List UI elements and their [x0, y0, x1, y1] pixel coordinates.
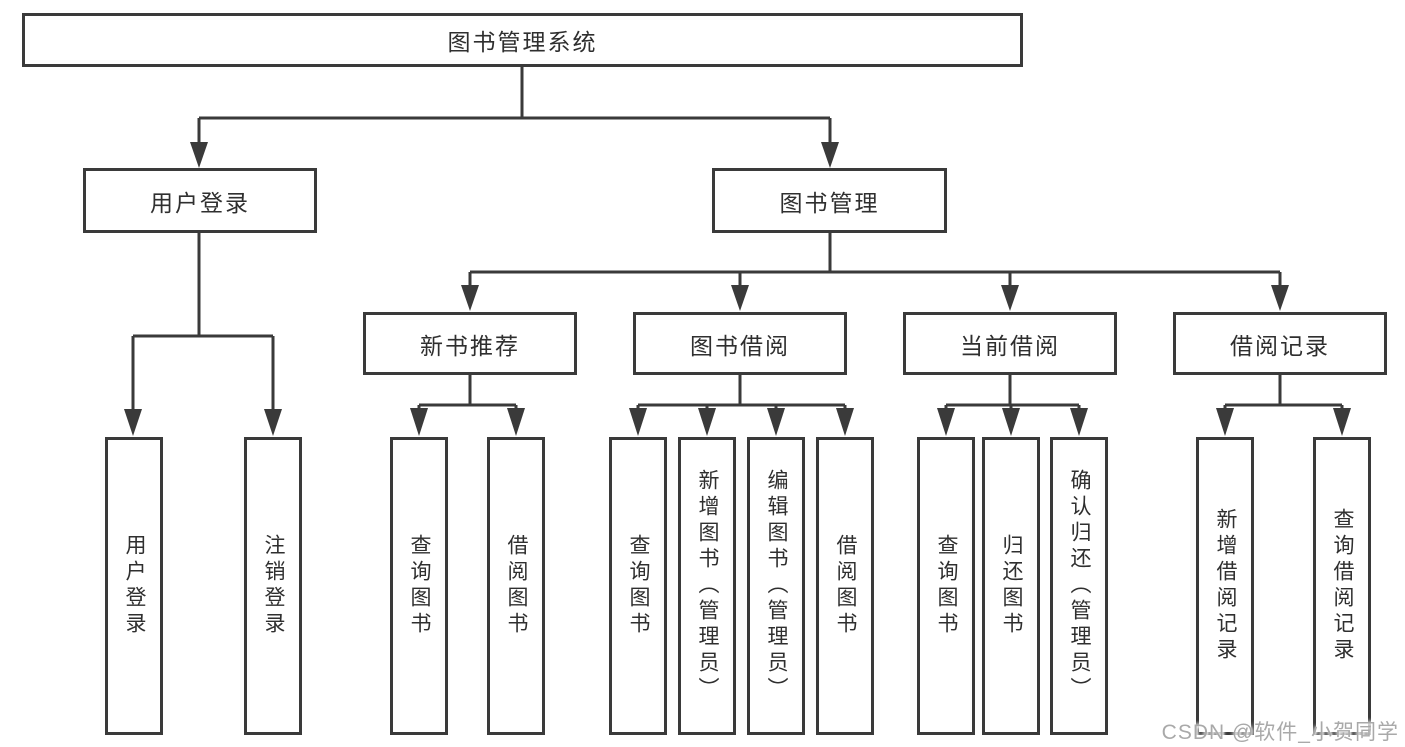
leaf-return-books: 归还图书 — [982, 437, 1040, 735]
node-label: 归还图书 — [1000, 534, 1023, 638]
leaf-query-borrow-record: 查询借阅记录 — [1313, 437, 1371, 735]
leaf-query-books-current: 查询图书 — [917, 437, 975, 735]
node-book-management: 图书管理 — [712, 168, 947, 233]
node-label: 图书借阅 — [690, 332, 790, 359]
leaf-logout: 注销登录 — [244, 437, 302, 735]
node-label: 查询图书 — [627, 534, 650, 638]
node-label: 借阅图书 — [505, 534, 528, 638]
leaf-add-books-admin: 新增图书（管理员） — [678, 437, 736, 735]
node-label: 当前借阅 — [960, 332, 1060, 359]
arrow-down-icon — [124, 409, 142, 436]
node-label: 查询借阅记录 — [1331, 508, 1354, 664]
node-library-management-system: 图书管理系统 — [22, 13, 1023, 67]
node-book-borrowing: 图书借阅 — [633, 312, 847, 375]
node-label: 注销登录 — [262, 534, 285, 638]
leaf-edit-books-admin: 编辑图书（管理员） — [747, 437, 805, 735]
arrow-down-icon — [1002, 408, 1020, 436]
node-label: 确认归还（管理员） — [1068, 469, 1091, 703]
arrow-down-icon — [821, 142, 839, 168]
arrow-down-icon — [1001, 285, 1019, 311]
node-label: 借阅图书 — [834, 534, 857, 638]
leaf-query-books-borrowing: 查询图书 — [609, 437, 667, 735]
node-label: 图书管理 — [779, 189, 880, 216]
leaf-borrow-books-recommend: 借阅图书 — [487, 437, 545, 735]
leaf-confirm-return-admin: 确认归还（管理员） — [1050, 437, 1108, 735]
node-label: 图书管理系统 — [447, 29, 598, 55]
arrow-down-icon — [410, 408, 428, 436]
node-new-book-recommendation: 新书推荐 — [363, 312, 577, 375]
node-label: 用户登录 — [150, 189, 250, 216]
leaf-add-borrow-record: 新增借阅记录 — [1196, 437, 1254, 735]
node-label: 编辑图书（管理员） — [765, 469, 788, 703]
connector-book-management-to-level3 — [461, 233, 1289, 311]
arrow-down-icon — [836, 408, 854, 436]
leaf-user-login: 用户登录 — [105, 437, 163, 735]
arrow-down-icon — [731, 285, 749, 311]
node-label: 新增图书（管理员） — [696, 469, 719, 703]
arrow-down-icon — [698, 408, 716, 436]
arrow-down-icon — [629, 408, 647, 436]
connector-user-login-to-leaves — [124, 233, 282, 436]
arrow-down-icon — [190, 142, 208, 168]
arrow-down-icon — [1070, 408, 1088, 436]
node-user-login: 用户登录 — [83, 168, 317, 233]
node-current-borrowing: 当前借阅 — [903, 312, 1117, 375]
connector-new-book-recommendation-to-leaves — [410, 375, 525, 436]
connector-book-borrowing-to-leaves — [629, 375, 854, 436]
node-borrowing-records: 借阅记录 — [1173, 312, 1387, 375]
connector-root-to-level2 — [190, 67, 839, 168]
arrow-down-icon — [937, 408, 955, 436]
leaf-borrow-books: 借阅图书 — [816, 437, 874, 735]
node-label: 用户登录 — [123, 534, 146, 638]
node-label: 新书推荐 — [420, 332, 520, 359]
node-label: 查询图书 — [408, 534, 431, 638]
csdn-watermark: CSDN @软件_小贺同学 — [1161, 721, 1399, 744]
node-label: 借阅记录 — [1230, 332, 1330, 359]
leaf-query-books-recommend: 查询图书 — [390, 437, 448, 735]
arrow-down-icon — [1333, 408, 1351, 436]
arrow-down-icon — [264, 409, 282, 436]
arrow-down-icon — [767, 408, 785, 436]
connector-current-borrowing-to-leaves — [937, 375, 1088, 436]
arrow-down-icon — [1216, 408, 1234, 436]
arrow-down-icon — [1271, 285, 1289, 311]
arrow-down-icon — [507, 408, 525, 436]
connector-borrowing-records-to-leaves — [1216, 375, 1351, 436]
node-label: 查询图书 — [935, 534, 958, 638]
arrow-down-icon — [461, 285, 479, 311]
node-label: 新增借阅记录 — [1214, 508, 1237, 664]
